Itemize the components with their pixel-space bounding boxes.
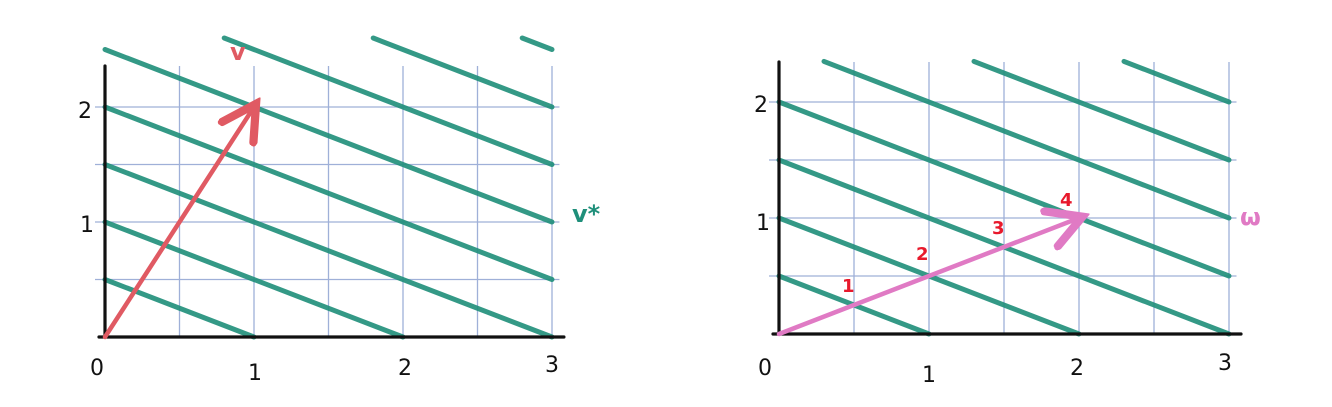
vector-v-label: v — [230, 38, 246, 66]
right-axes — [771, 60, 1243, 336]
left-x-tick-1: 1 — [248, 361, 262, 386]
right-y-tick-2: 2 — [754, 93, 768, 118]
vector-omega-label: ω — [1240, 203, 1261, 231]
left-covector-level-line — [370, 35, 555, 110]
vector-v-arrow — [102, 107, 254, 340]
crossing-count-4: 4 — [1060, 190, 1073, 211]
vector-omega-arrow — [776, 218, 1079, 337]
crossing-count-1: 1 — [842, 276, 855, 297]
right-x-tick-2: 2 — [1070, 356, 1084, 381]
left-covector-level-line — [102, 219, 406, 340]
right-y-tick-1: 1 — [756, 211, 770, 236]
right-covector-level-line — [821, 58, 1232, 221]
left-x-tick-0: 0 — [90, 356, 104, 381]
left-grid — [95, 66, 560, 337]
left-covector-level-lines — [102, 35, 555, 340]
left-covector-level-line — [102, 277, 257, 340]
right-x-tick-1: 1 — [922, 363, 936, 388]
right-x-tick-0: 0 — [758, 356, 772, 381]
right-covector-level-line — [971, 58, 1232, 163]
left-covector-level-line — [221, 35, 555, 167]
right-vectors — [776, 218, 1079, 337]
left-panel: 0 1 2 3 1 2 v v* — [78, 35, 601, 386]
left-axes — [97, 64, 566, 339]
crossing-count-2: 2 — [916, 244, 929, 265]
right-covector-level-line — [776, 99, 1232, 279]
right-x-tick-3: 3 — [1218, 351, 1232, 376]
left-covector-level-line — [519, 35, 555, 52]
left-covector-level-line — [102, 47, 555, 225]
left-covector-level-line — [102, 104, 555, 282]
left-labels: 0 1 2 3 1 2 v v* — [78, 38, 601, 386]
left-vectors — [102, 107, 254, 340]
right-grid — [769, 62, 1237, 334]
left-y-tick-2: 2 — [78, 99, 92, 124]
right-panel: 0 1 2 3 1 2 ω 1 2 3 4 — [754, 58, 1261, 388]
right-labels: 0 1 2 3 1 2 ω 1 2 3 4 — [754, 93, 1261, 388]
crossing-count-3: 3 — [992, 218, 1005, 239]
left-covector-level-line — [102, 162, 555, 340]
left-x-tick-3: 3 — [545, 353, 559, 378]
covector-v-star-label: v* — [572, 200, 601, 228]
left-y-tick-1: 1 — [80, 213, 94, 238]
right-covector-level-line — [1121, 58, 1232, 105]
left-x-tick-2: 2 — [398, 356, 412, 381]
